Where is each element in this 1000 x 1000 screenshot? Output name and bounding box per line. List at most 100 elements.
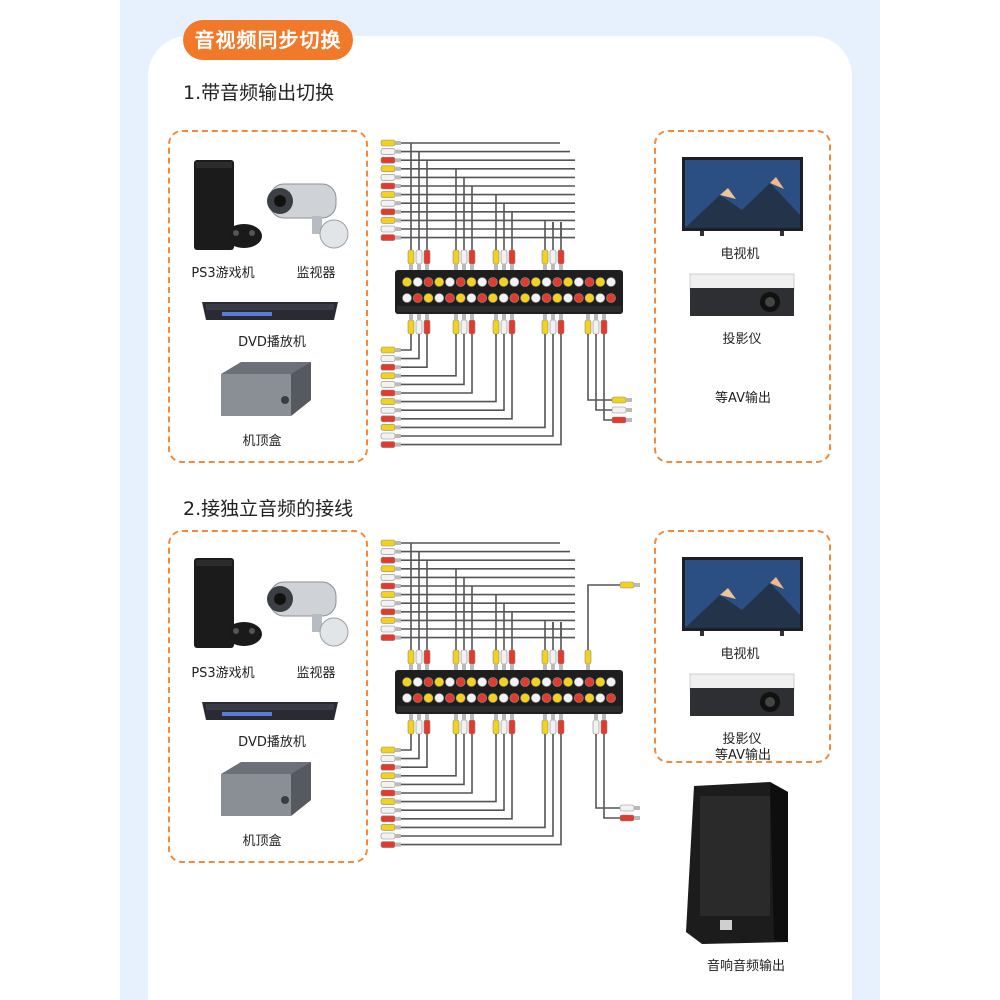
rca-jack bbox=[466, 693, 477, 703]
rca-plug bbox=[584, 649, 592, 665]
rca-plug bbox=[407, 319, 415, 335]
rca-plug-tip bbox=[395, 575, 401, 580]
rca-plug-tip bbox=[395, 618, 401, 623]
rca-plug-tip bbox=[395, 391, 401, 395]
rca-jack bbox=[498, 277, 509, 287]
rca-jack bbox=[606, 693, 616, 703]
rca-jack bbox=[412, 277, 423, 287]
rca-plug-tip bbox=[395, 748, 401, 752]
rca-plug bbox=[380, 806, 396, 814]
rca-plug-tip bbox=[395, 442, 401, 447]
rca-plug bbox=[611, 396, 627, 404]
rca-plug bbox=[549, 719, 557, 735]
tv-icon bbox=[682, 557, 803, 636]
rca-plug-tip bbox=[395, 541, 401, 545]
rca-plug-tip bbox=[454, 314, 458, 320]
cable-line bbox=[603, 334, 612, 421]
rca-plug bbox=[380, 841, 396, 848]
rca-jack bbox=[563, 293, 573, 303]
rca-plug-tip bbox=[395, 609, 401, 614]
rca-plug-tip bbox=[594, 714, 598, 720]
rca-plug-tip bbox=[470, 264, 474, 270]
rca-plug bbox=[500, 319, 508, 335]
set-top-box-icon bbox=[221, 362, 311, 416]
rca-jack bbox=[423, 277, 434, 287]
rca-jack bbox=[531, 293, 541, 303]
rca-plug-tip bbox=[502, 714, 506, 720]
rca-plug bbox=[380, 139, 396, 147]
rca-plug-tip bbox=[409, 314, 413, 320]
rca-plug bbox=[380, 372, 396, 380]
rca-jack bbox=[606, 293, 616, 303]
console-label: PS3游戏机 bbox=[191, 266, 255, 281]
rca-jack bbox=[412, 677, 423, 687]
cable-line bbox=[401, 334, 473, 394]
cable-line bbox=[401, 734, 554, 837]
rca-plug-tip bbox=[594, 314, 598, 320]
rca-jack bbox=[595, 277, 606, 287]
rca-plug bbox=[584, 319, 592, 335]
rca-jack bbox=[541, 677, 552, 687]
camera-label: 监视器 bbox=[296, 666, 336, 681]
rca-plug-tip bbox=[417, 264, 421, 270]
cable-line bbox=[401, 334, 546, 429]
rca-plug-tip bbox=[470, 664, 474, 670]
rca-jack bbox=[509, 277, 520, 287]
rca-plug-tip bbox=[586, 314, 590, 320]
rca-plug-tip bbox=[395, 584, 401, 588]
rca-jack bbox=[477, 293, 487, 303]
stb-label: 机顶盒 bbox=[242, 834, 282, 849]
rca-plug-tip bbox=[586, 664, 590, 670]
rca-jack bbox=[595, 677, 606, 687]
rca-plug bbox=[380, 556, 396, 564]
rca-plug-tip bbox=[425, 714, 429, 720]
rca-jack bbox=[402, 277, 412, 287]
rca-plug bbox=[549, 319, 557, 335]
rca-jack bbox=[412, 293, 423, 303]
rca-jack bbox=[541, 277, 552, 287]
speaker-icon bbox=[686, 782, 788, 944]
rca-plug bbox=[468, 319, 476, 335]
rca-plug bbox=[468, 249, 476, 265]
rca-plug bbox=[380, 798, 396, 805]
rca-plug bbox=[619, 804, 635, 812]
rca-plug-tip bbox=[395, 227, 401, 231]
rca-jack bbox=[423, 293, 434, 303]
rca-plug-tip bbox=[395, 166, 401, 171]
dvd-player-icon bbox=[202, 702, 338, 720]
rca-plug bbox=[508, 319, 516, 335]
rca-plug-tip bbox=[395, 158, 401, 163]
rca-plug bbox=[508, 719, 516, 735]
rca-jack bbox=[509, 693, 520, 703]
projector-icon bbox=[689, 273, 795, 316]
rca-jack bbox=[563, 693, 573, 703]
rca-plug bbox=[492, 319, 500, 335]
stb-label: 机顶盒 bbox=[242, 434, 282, 449]
rca-plug bbox=[380, 789, 396, 797]
rca-plug-tip bbox=[395, 592, 401, 597]
rca-jack bbox=[584, 677, 595, 687]
rca-jack bbox=[595, 693, 606, 703]
rca-jack bbox=[606, 677, 616, 687]
rca-jack bbox=[402, 693, 412, 703]
rca-plug bbox=[452, 649, 460, 665]
rca-jack bbox=[531, 277, 541, 287]
rca-jack bbox=[520, 677, 530, 687]
rca-plug-tip bbox=[395, 356, 401, 361]
rca-plug bbox=[380, 815, 396, 823]
projector-label: 投影仪 bbox=[722, 732, 762, 747]
rca-jack bbox=[466, 293, 477, 303]
rca-plug-tip bbox=[626, 408, 632, 412]
rca-jack bbox=[552, 293, 563, 303]
rca-plug bbox=[492, 649, 500, 665]
rca-plug-tip bbox=[494, 714, 498, 720]
tv-label: 电视机 bbox=[720, 247, 760, 262]
game-console-icon bbox=[194, 160, 262, 250]
cable-line bbox=[401, 734, 473, 794]
rca-plug bbox=[492, 249, 500, 265]
dvd-label: DVD播放机 bbox=[238, 735, 306, 750]
cable-line bbox=[401, 334, 428, 369]
rca-plug bbox=[541, 319, 549, 335]
rca-plug bbox=[500, 719, 508, 735]
rca-plug-tip bbox=[395, 184, 401, 188]
